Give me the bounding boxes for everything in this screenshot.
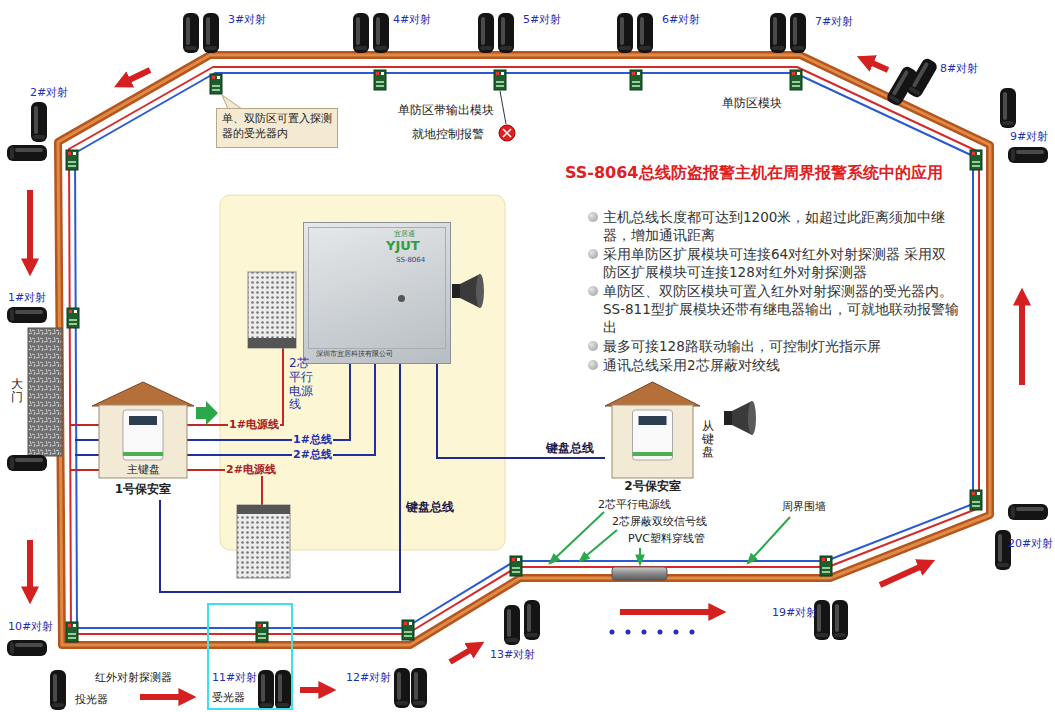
detector-number: 2#对射 xyxy=(30,86,68,99)
note-text: 主机总线长度都可达到1200米，如超过此距离须加中继器，增加通讯距离 xyxy=(585,208,959,244)
callout-box: 单、双防区可置入探测器的受光器内 xyxy=(216,108,338,148)
continuation-dots xyxy=(610,630,695,635)
zone-modules xyxy=(66,70,982,642)
pvc-conduit xyxy=(612,567,667,580)
room-label: 2号保安室 xyxy=(605,479,700,493)
cable-label: 2芯平行电源线 xyxy=(598,498,671,511)
keypad xyxy=(123,410,163,460)
bullet-dot xyxy=(588,212,598,222)
part-label: 受光器 xyxy=(212,691,245,704)
cable-label: PVC塑料穿线管 xyxy=(628,532,705,545)
wire-label: 1#总线 xyxy=(292,433,333,446)
panel-wires xyxy=(70,348,375,505)
callout-pointer xyxy=(222,95,242,109)
brand-logo: 宜居通 xyxy=(394,230,415,238)
module-label: 单防区带输出模块 xyxy=(398,103,494,117)
bus-label: 键盘总线 xyxy=(405,500,455,514)
keypad-stripe xyxy=(633,452,673,456)
bullet-dot xyxy=(588,286,598,296)
detector-number: 6#对射 xyxy=(662,13,700,26)
keypad-screen xyxy=(639,416,667,425)
part-label: 红外对射探测器 xyxy=(95,671,172,684)
brand-name: YJUT xyxy=(386,238,420,254)
keypad-bus-line xyxy=(160,364,400,592)
note-text: 通讯总线采用2芯屏蔽对绞线 xyxy=(585,356,959,374)
detectors xyxy=(7,13,1048,710)
leader-line xyxy=(500,91,506,124)
panel-edge xyxy=(308,227,446,349)
guard-room: 从键盘 2号保安室 xyxy=(605,380,717,497)
maker-name: 深圳市宜居科技有限公司 xyxy=(316,350,393,358)
detector-number: 1#对射 xyxy=(8,291,46,304)
detector-number: 19#对射 xyxy=(772,606,817,619)
module-label: 单防区模块 xyxy=(722,96,782,110)
leader-arrows xyxy=(550,512,790,564)
bullet-dot xyxy=(588,249,598,259)
keypad-label: 主键盘 xyxy=(92,463,194,476)
direction-arrows xyxy=(30,62,1022,697)
bullet-dot xyxy=(588,360,598,370)
room-label: 1号保安室 xyxy=(92,482,194,496)
alarm-host-panel: 宜居通YJUT SS-8064 深圳市宜居科技有限公司 xyxy=(303,222,451,364)
detector-number: 7#对射 xyxy=(815,15,853,28)
detector-number: 9#对射 xyxy=(1010,130,1048,143)
wire-label: 2#总线 xyxy=(292,448,333,461)
detector-number: 5#对射 xyxy=(523,13,561,26)
gate xyxy=(28,328,62,456)
callout-text: 单、双防区可置入探测器的受光器内 xyxy=(222,112,332,142)
wire-label: 1#电源线 xyxy=(228,418,280,431)
power-supply xyxy=(237,505,290,578)
siren xyxy=(452,274,484,308)
detector-number: 13#对射 xyxy=(490,648,535,661)
flow-arrow xyxy=(196,401,218,425)
detector-number: 12#对射 xyxy=(346,671,391,684)
roof xyxy=(92,382,194,406)
model-number: SS-8064 xyxy=(396,256,425,264)
guard-room: 主键盘 1号保安室 xyxy=(92,380,197,500)
wire-label: 2#电源线 xyxy=(225,463,277,476)
key-lock xyxy=(398,295,405,302)
part-label: 投光器 xyxy=(75,693,108,706)
detector-number: 10#对射 xyxy=(8,620,53,633)
keypad-label: 从键盘 xyxy=(702,420,714,460)
keypad-stripe xyxy=(123,452,163,456)
alarm-lamp xyxy=(499,125,515,141)
note-text: 单防区、双防区模块可置入红外对射探测器的受光器内。SS-811型扩展模块还带有继… xyxy=(585,282,959,336)
siren xyxy=(724,401,756,435)
bus-label: 键盘总线 xyxy=(545,441,595,455)
highlight-box: 11#对射受光器 xyxy=(207,603,293,710)
wall xyxy=(612,405,693,478)
note-text: 采用单防区扩展模块可连接64对红外对射探测器 采用双防区扩展模块可连接128对红… xyxy=(585,245,959,281)
power-supply xyxy=(248,272,296,348)
detector-number: 8#对射 xyxy=(940,62,978,75)
wall-label: 周界围墙 xyxy=(782,500,826,513)
diagram-title: SS-8064总线防盗报警主机在周界报警系统中的应用 xyxy=(565,163,943,182)
keypad-bus-line xyxy=(437,364,605,458)
wire-label: 2芯平行电源线 xyxy=(289,357,315,412)
detector-number: 11#对射 xyxy=(212,671,257,684)
gate-label: 大门 xyxy=(11,378,23,404)
cable-label: 2芯屏蔽双绞信号线 xyxy=(612,515,707,528)
detector-number: 4#对射 xyxy=(393,13,431,26)
guard-house xyxy=(605,380,700,480)
keypad-screen xyxy=(129,416,157,425)
detector-number: 20#对射 xyxy=(1008,537,1053,550)
alarm-label: 就地控制报警 xyxy=(412,127,484,141)
bullet-dot xyxy=(588,341,598,351)
note-text: 最多可接128路联动输出，可控制灯光指示屏 xyxy=(585,337,959,355)
keypad xyxy=(633,410,673,460)
perimeter-wall xyxy=(58,55,990,645)
detector-number: 3#对射 xyxy=(228,13,266,26)
roof xyxy=(605,382,700,406)
